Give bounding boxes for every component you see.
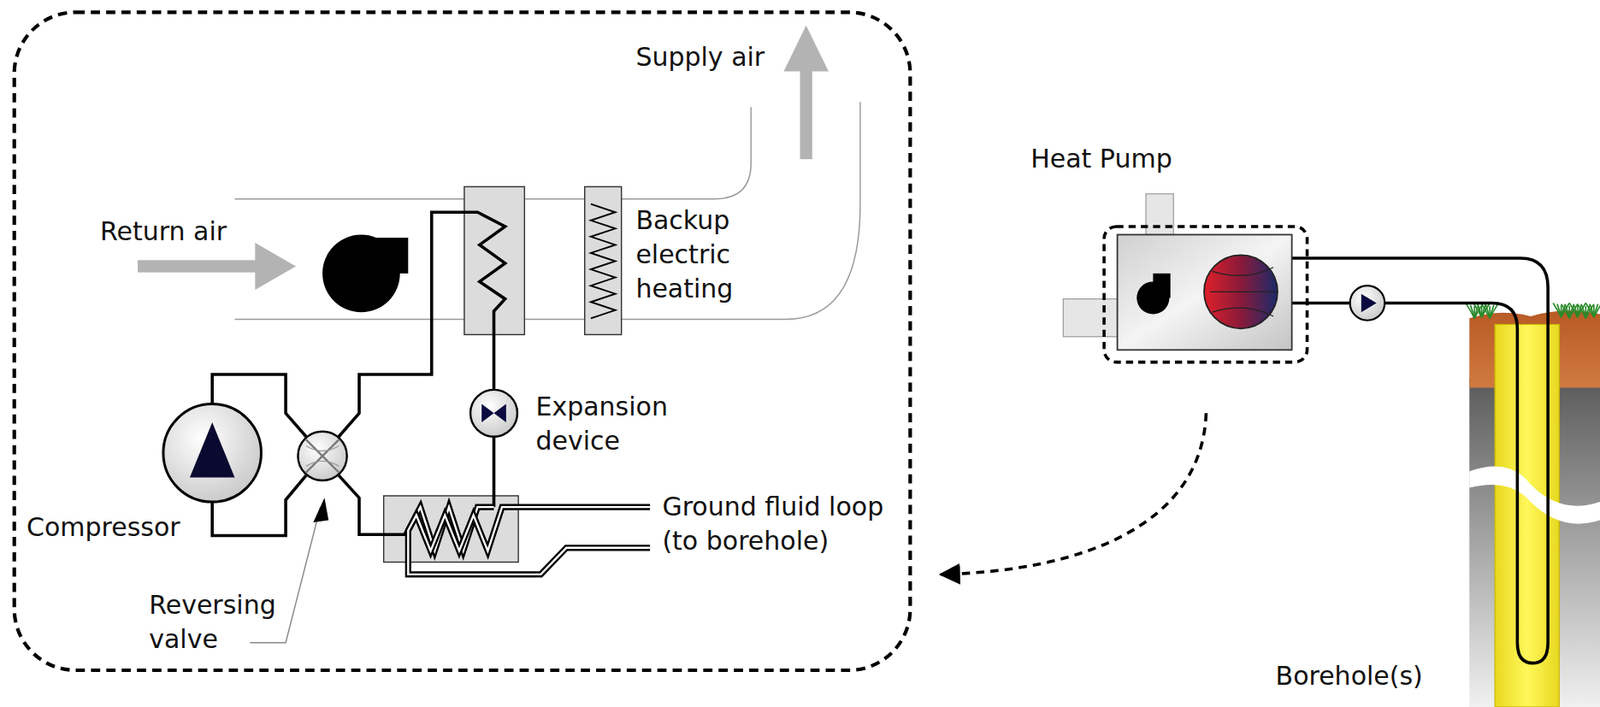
reversing-valve-symbol [297, 431, 347, 481]
valve-leader-line [312, 497, 329, 523]
ground [1552, 302, 1562, 318]
ground [1564, 305, 1570, 319]
ground-loop-pipes [1292, 258, 1549, 664]
zoom-arrow [940, 413, 1206, 575]
heat-pump-unit [1104, 226, 1307, 363]
part-label: Expansion device [535, 389, 685, 459]
reversing-valve-symbol [306, 445, 339, 467]
ground [1477, 304, 1482, 319]
part-label: Compressor [26, 510, 181, 545]
heat-pump-unit [1210, 267, 1278, 317]
backup-heater [584, 186, 622, 335]
heat-pump-unit [1152, 273, 1170, 299]
ground [1589, 304, 1595, 319]
ground [1582, 305, 1587, 319]
part-label: Borehole(s) [1275, 659, 1423, 694]
ground [1466, 302, 1600, 319]
ground-loop-pipes [1292, 258, 1549, 664]
house-shape [946, 24, 1324, 381]
air-arrows [254, 242, 296, 290]
zoom-arrow [940, 413, 1206, 575]
ground [1585, 302, 1595, 318]
expansion-device-symbol [470, 389, 518, 437]
reversing-valve-symbol [297, 431, 347, 481]
detail-frame [14, 11, 911, 671]
reversing-valve-symbol [306, 439, 339, 473]
flow-label: Return air [100, 214, 227, 249]
backup-heater [590, 204, 616, 319]
expansion-device-symbol [481, 404, 507, 423]
compressor-symbol [163, 404, 262, 503]
circulation-pump [1350, 285, 1386, 321]
heat-pump-unit [1204, 254, 1278, 329]
ground [1485, 305, 1490, 319]
heat-pump-unit [1062, 194, 1307, 363]
ground [1489, 304, 1499, 319]
exchanger-coils [407, 507, 650, 575]
heat-pump-unit [1145, 194, 1174, 236]
ground [1557, 304, 1562, 319]
air-duct [234, 106, 751, 199]
circulation-pump [1361, 294, 1377, 313]
valve-leader-line [249, 507, 320, 644]
backup-heater [584, 186, 622, 335]
house-outline: Heat Pump [946, 24, 1324, 381]
compressor-symbol [163, 404, 262, 503]
ground [1569, 302, 1578, 318]
air-arrows [800, 69, 813, 160]
ground [1573, 304, 1578, 319]
ground [1469, 466, 1600, 525]
heat-pump-unit [1062, 299, 1117, 337]
refrigerant-lines [212, 212, 505, 536]
ground [1594, 302, 1600, 318]
blower-fan [360, 237, 408, 274]
ground [1466, 304, 1476, 319]
air-arrows [137, 259, 260, 272]
flow-label: Supply air [635, 40, 765, 75]
exchanger-coils [406, 507, 650, 575]
ground-loop-pipes [1292, 301, 1351, 306]
refrigerant-lines [492, 436, 496, 508]
part-label: Reversing valve [148, 588, 295, 657]
detail-frame [14, 11, 911, 671]
node-title: Heat Pump [1030, 141, 1173, 177]
air-duct [234, 101, 860, 319]
blower-fan [322, 234, 408, 313]
expansion-device-symbol [470, 389, 518, 437]
circulation-pump [1350, 285, 1386, 321]
ground [1577, 304, 1587, 319]
ground [1470, 305, 1475, 319]
ground [1561, 304, 1571, 319]
air-duct [234, 101, 860, 319]
exchanger-coils [407, 507, 650, 575]
valve-leader-line [249, 497, 329, 643]
house-shape [946, 24, 1324, 381]
refrigerant-lines [338, 475, 407, 535]
ground [1466, 302, 1600, 707]
heat-pump-unit [1117, 234, 1293, 350]
part-label: Backup electric heating [635, 203, 751, 307]
air-arrows [783, 25, 829, 72]
part-label: Ground fluid loop (to borehole) [661, 490, 910, 559]
ground [1473, 302, 1482, 318]
compressor-symbol [189, 422, 236, 478]
ground [1481, 304, 1491, 319]
